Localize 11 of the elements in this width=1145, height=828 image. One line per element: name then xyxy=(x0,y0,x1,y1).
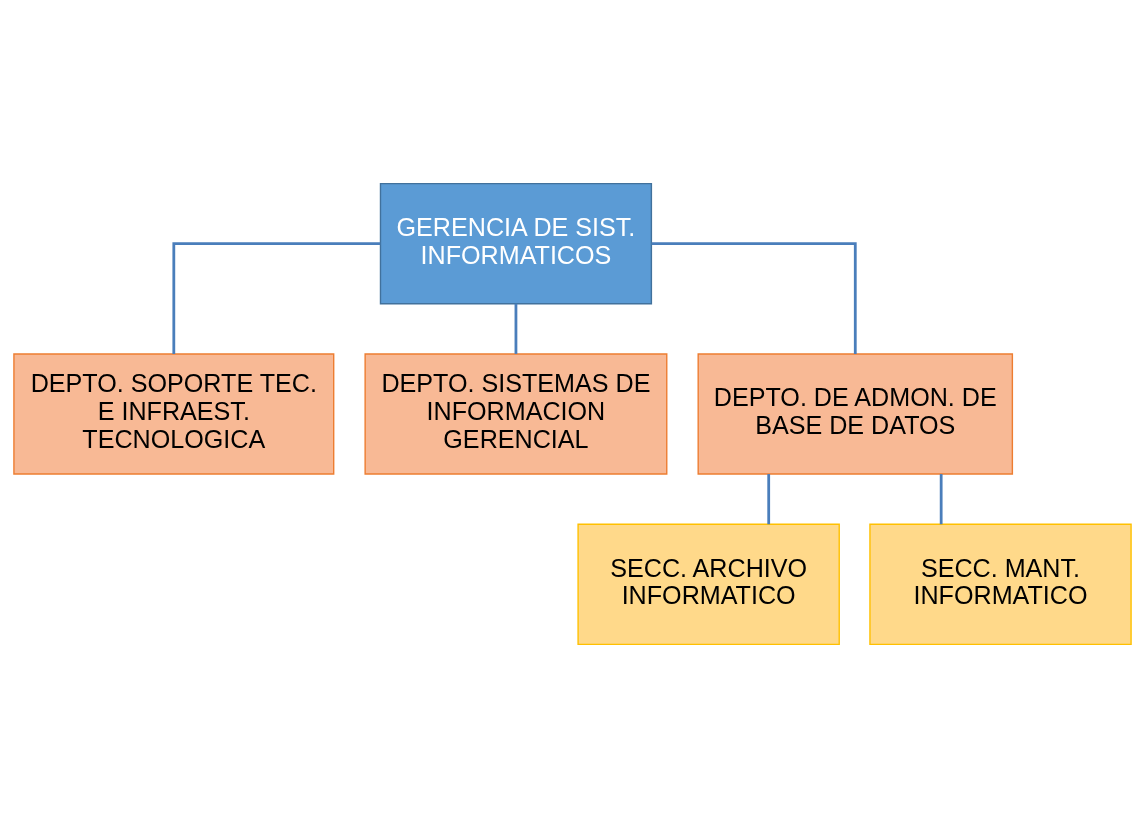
node-box: DEPTO. SOPORTE TEC. E INFRAEST. TECNOLOGICA xyxy=(13,353,335,475)
connector xyxy=(651,242,857,354)
connector xyxy=(172,242,381,354)
connector xyxy=(767,474,771,525)
node-box: SECC. ARCHIVO INFORMATICO xyxy=(577,523,840,646)
node-box: DEPTO. DE ADMON. DE BASE DE DATOS xyxy=(697,353,1014,475)
connector xyxy=(514,303,518,354)
node-box: GERENCIA DE SIST. INFORMATICOS xyxy=(379,182,653,305)
node-box: SECC. MANT. INFORMATICO xyxy=(869,523,1132,646)
connector xyxy=(939,474,943,525)
node-box: DEPTO. SISTEMAS DE INFORMACION GERENCIAL xyxy=(364,353,668,475)
